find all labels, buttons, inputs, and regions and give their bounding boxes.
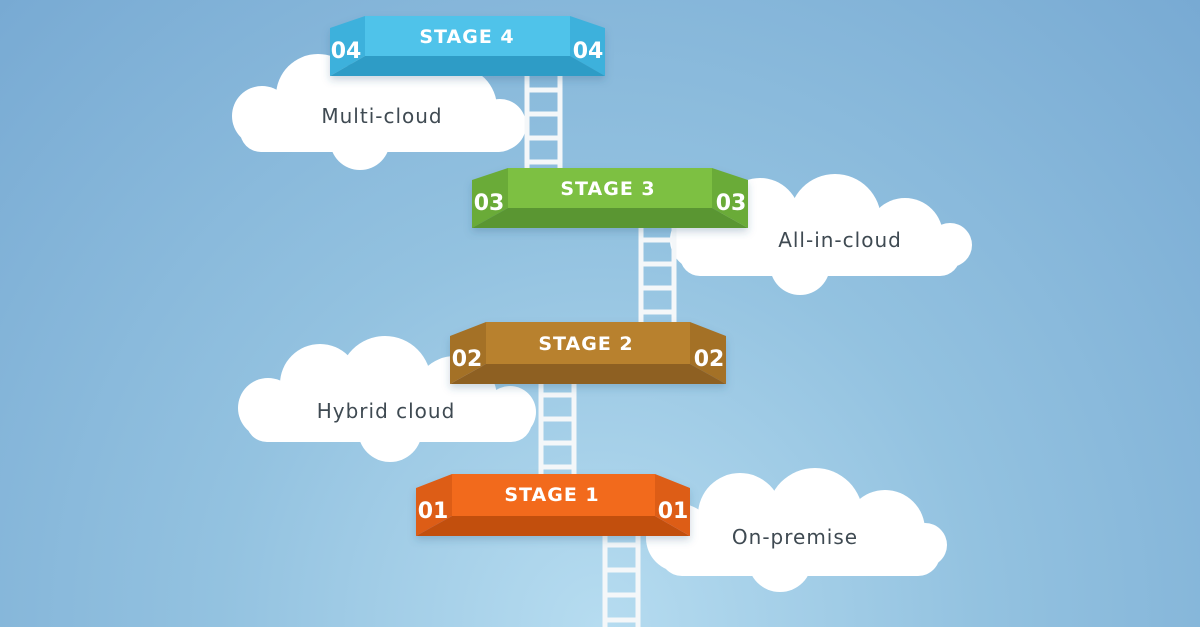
ladder-stage-2-to-3 bbox=[638, 218, 677, 322]
stage-3-platform bbox=[472, 168, 748, 228]
stage-4-platform bbox=[330, 16, 605, 76]
stage-4-front-edge bbox=[330, 56, 605, 76]
stage-3-left-number: 03 bbox=[474, 191, 505, 216]
stage-3-face bbox=[508, 168, 712, 208]
stage-4-face bbox=[365, 16, 570, 56]
stage-1-left-side bbox=[416, 474, 452, 536]
ladder-stage-1-to-2 bbox=[538, 372, 577, 476]
ladder-stage-3-to-4 bbox=[524, 66, 563, 168]
caption-on-premise: On-premise bbox=[732, 525, 858, 549]
stage-2-right-number: 02 bbox=[694, 347, 725, 372]
stage-2-left-side bbox=[450, 322, 486, 384]
ladder-bottom bbox=[602, 520, 641, 627]
caption-hybrid-cloud: Hybrid cloud bbox=[317, 399, 456, 423]
stage-2-platform bbox=[450, 322, 726, 384]
stage-4-label: STAGE 4 bbox=[419, 26, 514, 48]
stage-1-label: STAGE 1 bbox=[504, 484, 599, 506]
stage-1-face bbox=[452, 474, 655, 516]
stage-3-label: STAGE 3 bbox=[560, 178, 655, 200]
caption-multi-cloud: Multi-cloud bbox=[321, 104, 442, 128]
stage-1-right-number: 01 bbox=[658, 499, 689, 524]
cloud-on-premise bbox=[646, 468, 947, 592]
stage-1-right-side bbox=[655, 474, 690, 536]
stage-4-right-number: 04 bbox=[573, 39, 604, 64]
stage-2-face bbox=[486, 322, 690, 364]
stage-3-front-edge bbox=[472, 208, 748, 228]
stage-2-front-edge bbox=[450, 364, 726, 384]
stage-3-right-number: 03 bbox=[716, 191, 747, 216]
stage-1-platform bbox=[416, 474, 690, 536]
stage-1-front-edge bbox=[416, 516, 690, 536]
cloud-hybrid-cloud bbox=[238, 336, 536, 462]
stage-2-left-number: 02 bbox=[452, 347, 483, 372]
stage-2-right-side bbox=[690, 322, 726, 384]
caption-all-in-cloud: All-in-cloud bbox=[778, 228, 902, 252]
stage-1-left-number: 01 bbox=[418, 499, 449, 524]
stage-4-left-number: 04 bbox=[331, 39, 362, 64]
stage-2-label: STAGE 2 bbox=[538, 333, 633, 355]
